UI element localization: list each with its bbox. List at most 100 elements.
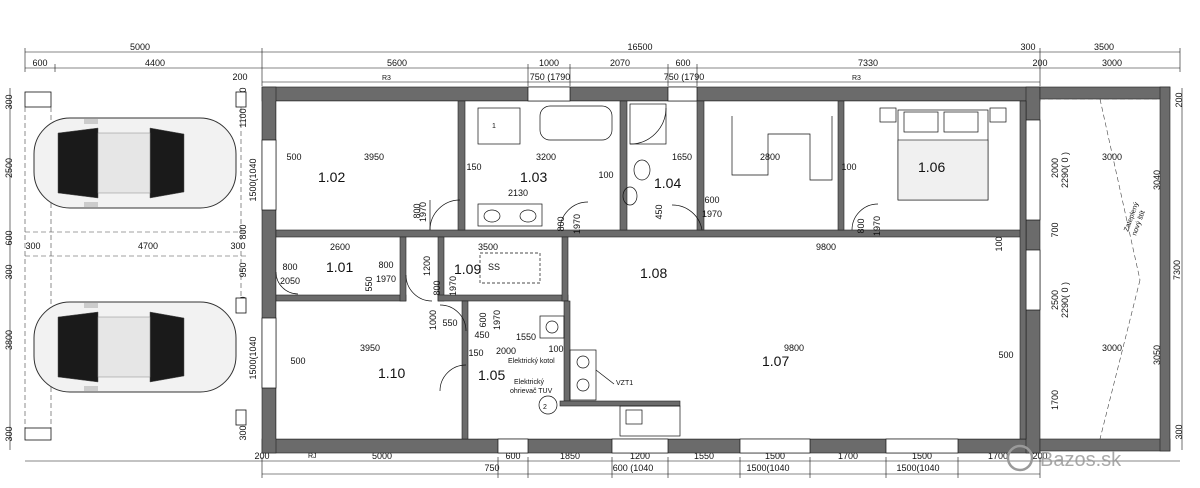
dim-1970e: 1970 bbox=[448, 276, 458, 296]
label-ss: SS bbox=[488, 262, 500, 272]
label-rj: RJ bbox=[308, 453, 317, 460]
bed bbox=[879, 107, 1007, 201]
dim-800e: 800 bbox=[432, 280, 442, 295]
dim-bot-1200: 1200 bbox=[630, 451, 650, 461]
dim-800a: 800 bbox=[556, 216, 566, 231]
dim-bot-750: 750 bbox=[484, 463, 499, 473]
dim-bot-1500b: 1500 bbox=[912, 451, 932, 461]
dim-top-7330: 7330 bbox=[858, 58, 878, 68]
dim-9800b: 9800 bbox=[784, 343, 804, 353]
dim-top-4400: 4400 bbox=[145, 58, 165, 68]
dim-left-600: 600 bbox=[4, 230, 14, 245]
label-vzt: VZT1 bbox=[616, 380, 633, 387]
windows bbox=[261, 86, 1041, 454]
dim-right-3050: 3050 bbox=[1152, 345, 1162, 365]
dim-1000: 1000 bbox=[428, 310, 438, 330]
dim-2600b: 2600 bbox=[330, 242, 350, 252]
dim-150b: 150 bbox=[468, 348, 483, 358]
car-bottom bbox=[33, 301, 237, 393]
dim-ri-1700: 1700 bbox=[1050, 390, 1060, 410]
label-electric-boiler: Elektrický kotol bbox=[508, 358, 555, 365]
dim-top-600b: 600 bbox=[675, 58, 690, 68]
label-circle-2: 2 bbox=[543, 404, 547, 411]
dim-top-16500: 16500 bbox=[627, 42, 652, 52]
dim-window-750a: 750 (1790 bbox=[530, 72, 571, 82]
dim-lm-300a: 300 bbox=[25, 241, 40, 251]
dim-1650: 1650 bbox=[672, 152, 692, 162]
dim-150a: 150 bbox=[466, 162, 481, 172]
dim-wl-300: 300 bbox=[238, 425, 248, 440]
room-label-1-09: 1.09 bbox=[454, 261, 481, 277]
wardrobe-lines bbox=[731, 116, 833, 181]
dim-ri-3000a: 3000 bbox=[1102, 152, 1122, 162]
dim-right-7300: 7300 bbox=[1172, 260, 1182, 280]
dim-bot-200a: 200 bbox=[254, 451, 269, 461]
dim-lm-300b: 300 bbox=[230, 241, 245, 251]
dim-1970d: 1970 bbox=[872, 216, 882, 236]
label-tub-1: 1 bbox=[492, 123, 496, 130]
dim-wl-950: 950 bbox=[238, 262, 248, 277]
label-water-heater-1: Elektrický bbox=[514, 379, 544, 386]
dim-lm-4700: 4700 bbox=[138, 241, 158, 251]
label-r3b: R3 bbox=[852, 75, 861, 82]
dim-1970a: 1970 bbox=[702, 209, 722, 219]
dim-450a: 450 bbox=[654, 204, 664, 219]
dim-top-300: 300 bbox=[1020, 42, 1035, 52]
dim-100c: 100 bbox=[548, 344, 563, 354]
dim-2130: 2130 bbox=[508, 188, 528, 198]
dim-bot-1550: 1550 bbox=[694, 451, 714, 461]
dim-top-3000: 3000 bbox=[1102, 58, 1122, 68]
bathroom-fixtures bbox=[477, 103, 667, 284]
label-r3a: R3 bbox=[382, 75, 391, 82]
dim-bot-1500a: 1500 bbox=[765, 451, 785, 461]
dim-9800a: 9800 bbox=[816, 242, 836, 252]
room-label-1-01: 1.01 bbox=[326, 259, 353, 275]
dim-right-200: 200 bbox=[1174, 92, 1184, 107]
dim-wl-1500a: 1500(1040 bbox=[248, 158, 258, 201]
watermark-text: Bazos.sk bbox=[1040, 449, 1122, 471]
dim-800c: 800 bbox=[282, 262, 297, 272]
dim-100d: 100 bbox=[994, 236, 1004, 251]
room-label-1-05: 1.05 bbox=[478, 367, 505, 383]
dim-500c: 500 bbox=[998, 350, 1013, 360]
dim-500a: 500 bbox=[286, 152, 301, 162]
doors bbox=[275, 199, 879, 392]
dim-ri-2500: 2500 bbox=[1050, 290, 1060, 310]
dim-1970b: 1970 bbox=[418, 202, 428, 222]
dim-bot-1700b: 1700 bbox=[988, 451, 1008, 461]
dim-1970f: 1970 bbox=[492, 310, 502, 330]
dim-550b: 550 bbox=[442, 318, 457, 328]
room-label-1-02: 1.02 bbox=[318, 169, 345, 185]
right-extension bbox=[1039, 86, 1171, 452]
watermark: Bazos.sk bbox=[1006, 444, 1122, 472]
parking-area bbox=[24, 91, 247, 441]
dim-window-750b: 750 (1790 bbox=[664, 72, 705, 82]
dim-top-5000: 5000 bbox=[130, 42, 150, 52]
dim-bot-600-1040: 600 (1040 bbox=[613, 463, 654, 473]
dim-1200: 1200 bbox=[422, 256, 432, 276]
dim-600b: 600 bbox=[478, 312, 488, 327]
label-water-heater-2: ohrievač TUV bbox=[510, 388, 553, 395]
dim-bot-600: 600 bbox=[505, 451, 520, 461]
dim-left-300a: 300 bbox=[4, 94, 14, 109]
room-label-1-03: 1.03 bbox=[520, 169, 547, 185]
dim-1970g: 1970 bbox=[376, 274, 396, 284]
dim-right-3040: 3040 bbox=[1152, 170, 1162, 190]
dim-800b: 800 bbox=[856, 218, 866, 233]
dim-top-200: 200 bbox=[1032, 58, 1047, 68]
dim-100b: 100 bbox=[841, 162, 856, 172]
kitchen bbox=[538, 315, 681, 437]
dim-550a: 550 bbox=[364, 276, 374, 291]
dim-ri-2290a: 2290( 0 ) bbox=[1060, 152, 1070, 188]
dim-2800: 2800 bbox=[760, 152, 780, 162]
car-top bbox=[33, 117, 237, 209]
interior-walls bbox=[275, 100, 1027, 440]
dim-left-3800: 3800 bbox=[4, 330, 14, 350]
room-label-1-10: 1.10 bbox=[378, 365, 405, 381]
dim-wl-1100: 1100 bbox=[238, 108, 248, 127]
dim-800f: 800 bbox=[412, 203, 422, 218]
dim-left-2500: 2500 bbox=[4, 158, 14, 178]
dim-ri-700: 700 bbox=[1050, 222, 1060, 237]
dim-top-1000: 1000 bbox=[539, 58, 559, 68]
